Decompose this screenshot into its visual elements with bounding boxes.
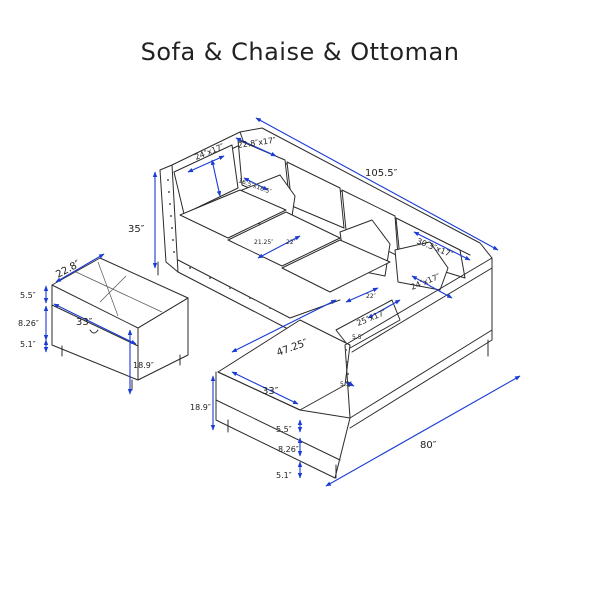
label-arm-width: 5.5″ — [340, 381, 353, 388]
label-seat-depth: 21.25″ — [254, 239, 274, 246]
label-chaise-cushion: 8.26″ — [278, 445, 299, 454]
label-sectional-depth: 80″ — [420, 440, 437, 451]
label-ottoman-leg: 5.1″ — [20, 340, 36, 349]
dimension-lines — [43, 117, 521, 487]
ottoman-side — [137, 297, 189, 381]
label-chaise-leg: 5.1″ — [276, 471, 292, 480]
sectional-sofa — [157, 127, 493, 479]
ottoman-handle — [89, 329, 99, 334]
label-seat-depth-b: 22″ — [286, 239, 297, 246]
label-ottoman-cushion: 8.26″ — [18, 319, 39, 328]
label-chaise-leg-top: 5.5″ — [276, 425, 292, 434]
label-total-length: 105.5″ — [365, 168, 398, 179]
chaise-seat — [217, 319, 351, 411]
label-height: 35″ — [128, 224, 145, 235]
label-ottoman-width: 33″ — [76, 317, 93, 328]
label-chaise-height: 18.9″ — [190, 403, 211, 412]
label-arm-width-top: 5.5″ — [352, 334, 365, 341]
label-chaise-width: 33″ — [262, 386, 279, 397]
label-seat-depth-c: 22″ — [366, 293, 377, 300]
sofa-left-arm — [159, 164, 179, 273]
diagram-title: Sofa & Chaise & Ottoman — [140, 38, 460, 66]
ottoman-front — [51, 284, 139, 381]
ottoman — [51, 257, 189, 391]
label-ottoman-height: 18.9″ — [133, 361, 154, 370]
label-ottoman-top: 5.5″ — [20, 291, 36, 300]
